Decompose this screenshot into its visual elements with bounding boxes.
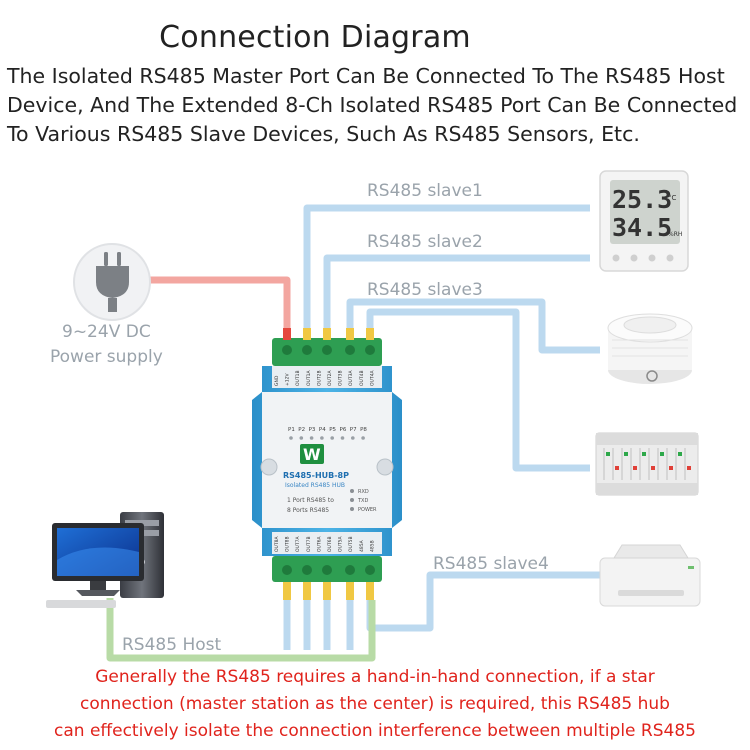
port-leds: [289, 436, 365, 440]
bottom-terminal-label: OUT5A: [338, 536, 344, 552]
hub-face-panel: [262, 392, 392, 528]
power-supply-label: Power supply: [50, 347, 163, 367]
slave4-wire: [366, 571, 600, 632]
hub-subtitle: Isolated RS485 HUB: [285, 482, 345, 489]
wire-labels: RS485 slave1 RS485 slave2 RS485 slave3 R…: [50, 181, 549, 655]
note-line: Generally the RS485 requires a hand-in-h…: [95, 667, 655, 687]
intro-line: To Various RS485 Slave Devices, Such As …: [7, 122, 640, 146]
wires: [106, 204, 600, 662]
port-label: P6: [340, 427, 347, 433]
slave3-wire: [346, 298, 600, 354]
thermo-hum-unit: %RH: [668, 231, 682, 238]
bottom-terminal-label: OUT8B: [285, 536, 291, 552]
port-label: P5: [329, 427, 336, 433]
note-line: can effectively isolate the connection i…: [54, 721, 696, 741]
port-label: P1: [288, 427, 295, 433]
port-led: [309, 436, 314, 440]
port-label: P2: [298, 427, 305, 433]
host-wire: [106, 598, 376, 662]
bottom-terminal-label: OUT6A: [316, 536, 322, 552]
rs485-hub: GND +12V OUT1B OUT1A OUT2B OUT2A OUT3B OUT3A OUT…: [252, 328, 402, 600]
hub-desc-line2: 8 Ports RS485: [287, 507, 329, 514]
port-label: P3: [309, 427, 316, 433]
intro-line: Device, And The Extended 8-Ch Isolated R…: [7, 93, 738, 117]
thermo-button: [648, 254, 656, 262]
top-terminal-label: OUT2B: [316, 370, 322, 386]
port-led: [289, 436, 293, 440]
hub-desc-line1: 1 Port RS485 to: [287, 497, 334, 504]
thermo-button: [630, 254, 638, 262]
power-wire: [150, 276, 291, 338]
thermo-button: [612, 254, 620, 262]
slave2-label: RS485 slave2: [367, 232, 483, 252]
hub-logo-text: W: [303, 445, 321, 464]
port-led: [330, 436, 335, 440]
slave1-label: RS485 slave1: [367, 181, 483, 201]
port-led: [299, 436, 304, 440]
top-terminal-label: +12V: [285, 373, 291, 386]
led-txd-label: TXD: [357, 498, 368, 504]
host-computer: [46, 512, 164, 608]
bottom-terminal-label: OUT8A: [274, 536, 280, 552]
note-line: connection (master station as the center…: [80, 694, 670, 714]
port-label: P8: [360, 427, 367, 433]
slave-io-wire: [366, 308, 590, 472]
top-terminal-label: OUT1B: [295, 370, 301, 386]
thermo-hygrometer-device: 25.3 °C 34.5 %RH: [599, 170, 689, 272]
printer-device: [599, 544, 701, 607]
top-terminal-labels: GND +12V OUT1B OUT1A OUT2B OUT2A OUT3B OUT3A OUT…: [274, 370, 375, 386]
bottom-terminal-label: OUT7A: [295, 536, 301, 552]
led-rxd-label: RXD: [358, 489, 369, 495]
top-terminal-label: OUT1A: [306, 370, 312, 386]
top-terminal-label: OUT4A: [369, 370, 375, 386]
top-terminal-label: OUT3B: [338, 370, 344, 386]
top-terminal-label: OUT3A: [348, 370, 354, 386]
bottom-terminal-label: 485A: [359, 539, 365, 552]
bottom-terminal-label: OUT6B: [327, 536, 333, 552]
slave3-label: RS485 slave3: [367, 280, 483, 300]
io-module-device: [595, 432, 699, 496]
led-power-label: POWER: [358, 507, 377, 513]
thermo-button: [666, 254, 674, 262]
slave4-label: RS485 slave4: [433, 554, 549, 574]
bottom-wire-caps: [283, 582, 374, 600]
intro-text: The Isolated RS485 Master Port Can Be Co…: [7, 62, 747, 149]
slave1-wire: [303, 204, 590, 338]
thermo-temp-value: 25.3: [612, 185, 672, 214]
page-title: Connection Diagram: [159, 20, 471, 55]
bottom-terminal-label: OUT5B: [348, 536, 354, 552]
port-led: [361, 436, 365, 440]
top-terminal-label: GND: [274, 375, 280, 386]
hub-logo: [300, 444, 324, 464]
intro-line: The Isolated RS485 Master Port Can Be Co…: [7, 64, 725, 88]
bottom-terminal-label: OUT7B: [306, 536, 312, 552]
power-voltage-label: 9~24V DC: [62, 322, 151, 342]
bottom-terminal-labels: OUT8A OUT8B OUT7A OUT7B OUT6A OUT6B OUT5A OUT5B…: [274, 536, 375, 552]
port-label: P7: [350, 427, 357, 433]
port-led: [320, 436, 324, 440]
power-plug-icon: [73, 243, 151, 321]
port-label: P4: [319, 427, 326, 433]
bottom-terminal-label: 485B: [369, 540, 375, 552]
port-led: [340, 436, 345, 440]
top-terminal-label: OUT2A: [327, 370, 333, 386]
slave2-wire: [323, 254, 590, 338]
hub-model: RS485-HUB-8P: [283, 471, 349, 480]
thermo-temp-unit: °C: [668, 194, 677, 202]
port-led: [351, 436, 355, 440]
computer-keyboard: [46, 600, 116, 608]
smoke-detector-device: [607, 313, 693, 384]
top-terminal-label: OUT4B: [359, 370, 365, 386]
top-wire-caps: [283, 328, 374, 340]
host-label: RS485 Host: [122, 635, 221, 655]
note-text: Generally the RS485 requires a hand-in-h…: [0, 664, 750, 745]
thermo-hum-value: 34.5: [612, 213, 672, 242]
